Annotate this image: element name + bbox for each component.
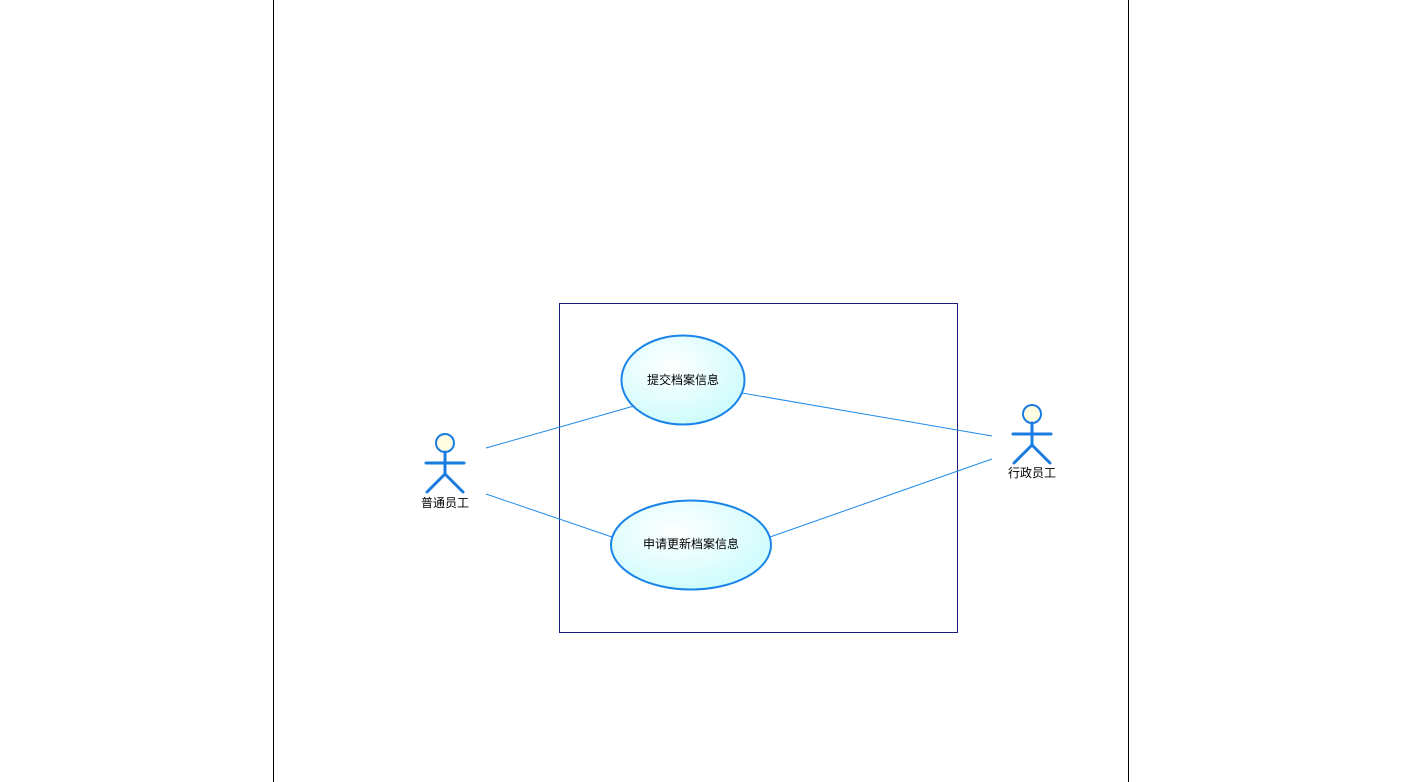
use-case-update-label: 申请更新档案信息 [643,536,739,551]
actor-admin[interactable]: 行政员工 [1008,404,1056,480]
association-regular-submit[interactable] [485,405,635,449]
actor-admin-right-leg [1030,443,1052,465]
actor-admin-stick-figure-icon [1011,404,1053,465]
actor-regular-left-leg [425,472,447,494]
actor-admin-label: 行政员工 [1008,466,1056,480]
association-admin-submit[interactable] [741,392,993,437]
use-case-update-ellipse[interactable] [610,499,772,591]
actor-regular-stick-figure-icon [424,433,466,494]
actor-regular[interactable]: 普通员工 [421,433,469,510]
association-admin-update[interactable] [769,458,993,538]
use-case-submit-ellipse[interactable] [620,334,746,426]
system-boundary[interactable] [559,303,958,633]
use-case-submit[interactable]: 提交档案信息 [620,334,746,426]
actor-regular-label: 普通员工 [421,496,469,510]
actor-regular-head [435,433,455,453]
actor-regular-right-leg [443,472,465,494]
associations [485,392,993,538]
use-case-submit-label: 提交档案信息 [647,372,719,387]
actor-admin-head [1022,404,1042,424]
use-case-update[interactable]: 申请更新档案信息 [610,499,772,591]
actor-admin-left-leg [1012,443,1034,465]
association-regular-update[interactable] [485,493,613,538]
